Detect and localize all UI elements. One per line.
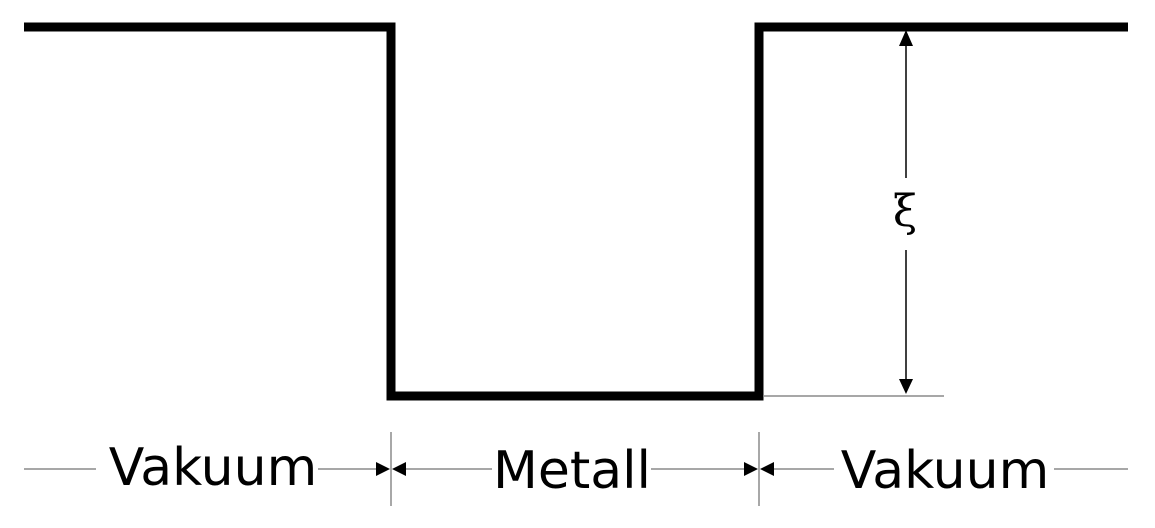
region-label-left: Vakuum [109,438,317,498]
potential-well-outline [24,22,1128,401]
region-label-right: Vakuum [841,441,1049,501]
depth-arrowhead-bottom [899,379,913,394]
region-label-middle: Metall [493,441,651,501]
metal-arrowhead-right [744,462,758,476]
depth-symbol-xi: ξ [893,186,917,237]
left-region-arrowhead [376,462,390,476]
right-region-arrowhead [760,462,774,476]
depth-arrowhead-top [899,30,913,46]
metal-arrowhead-left [392,462,406,476]
